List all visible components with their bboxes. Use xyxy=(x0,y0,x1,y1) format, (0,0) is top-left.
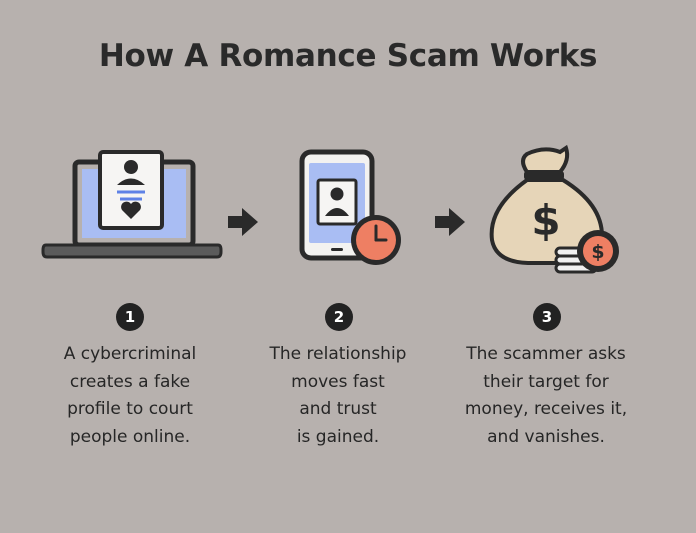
step-2-badge: 2 xyxy=(325,303,353,331)
phone-clock-icon xyxy=(299,149,401,265)
phone-profile-shoulders xyxy=(325,208,349,216)
step-1-line-3: profile to court xyxy=(67,399,193,419)
profile-head xyxy=(124,160,138,174)
step-1-description: A cybercriminal creates a fake profile t… xyxy=(30,341,230,451)
step-3-line-2: their target for xyxy=(483,371,609,392)
profile-card xyxy=(98,150,164,230)
step-2-line-1: The relationship xyxy=(269,344,407,364)
laptop-profile-icon xyxy=(41,150,223,259)
step-2-line-4: is gained. xyxy=(296,426,380,447)
step-3-line-1: The scammer asks xyxy=(466,344,626,364)
laptop-base xyxy=(41,243,223,259)
phone-profile-card xyxy=(316,178,358,226)
phone-home-bar xyxy=(331,248,343,251)
phone-profile-head xyxy=(330,187,344,201)
arrow-right-icon xyxy=(435,208,465,236)
money-bag-icon: $ $ xyxy=(489,144,619,274)
coin-dollar-sign: $ xyxy=(591,241,604,263)
step-1-badge: 1 xyxy=(116,303,144,331)
step-1-line-2: creates a fake xyxy=(69,371,191,392)
step-3-line-3: money, receives it, xyxy=(464,399,628,419)
step-2-line-3: and trust xyxy=(299,399,377,419)
step-1-line-4: people online. xyxy=(69,426,191,447)
bag-top xyxy=(521,144,570,174)
heart-icon xyxy=(121,201,141,219)
step-3-line-4: and vanishes. xyxy=(487,426,605,447)
bag-dollar-sign: $ xyxy=(531,196,560,245)
step-2-line-2: moves fast xyxy=(291,371,385,392)
bag-tie xyxy=(524,171,564,180)
arrow-right-icon xyxy=(228,208,258,236)
coin-face xyxy=(583,236,613,266)
step-1-line-1: A cybercriminal xyxy=(63,344,197,364)
step-3-badge: 3 xyxy=(533,303,561,331)
step-3-description: The scammer asks their target for money,… xyxy=(446,341,646,451)
profile-shoulders xyxy=(117,178,145,185)
step-2-description: The relationship moves fast and trust is… xyxy=(238,341,438,451)
page-title: How A Romance Scam Works xyxy=(98,38,598,74)
